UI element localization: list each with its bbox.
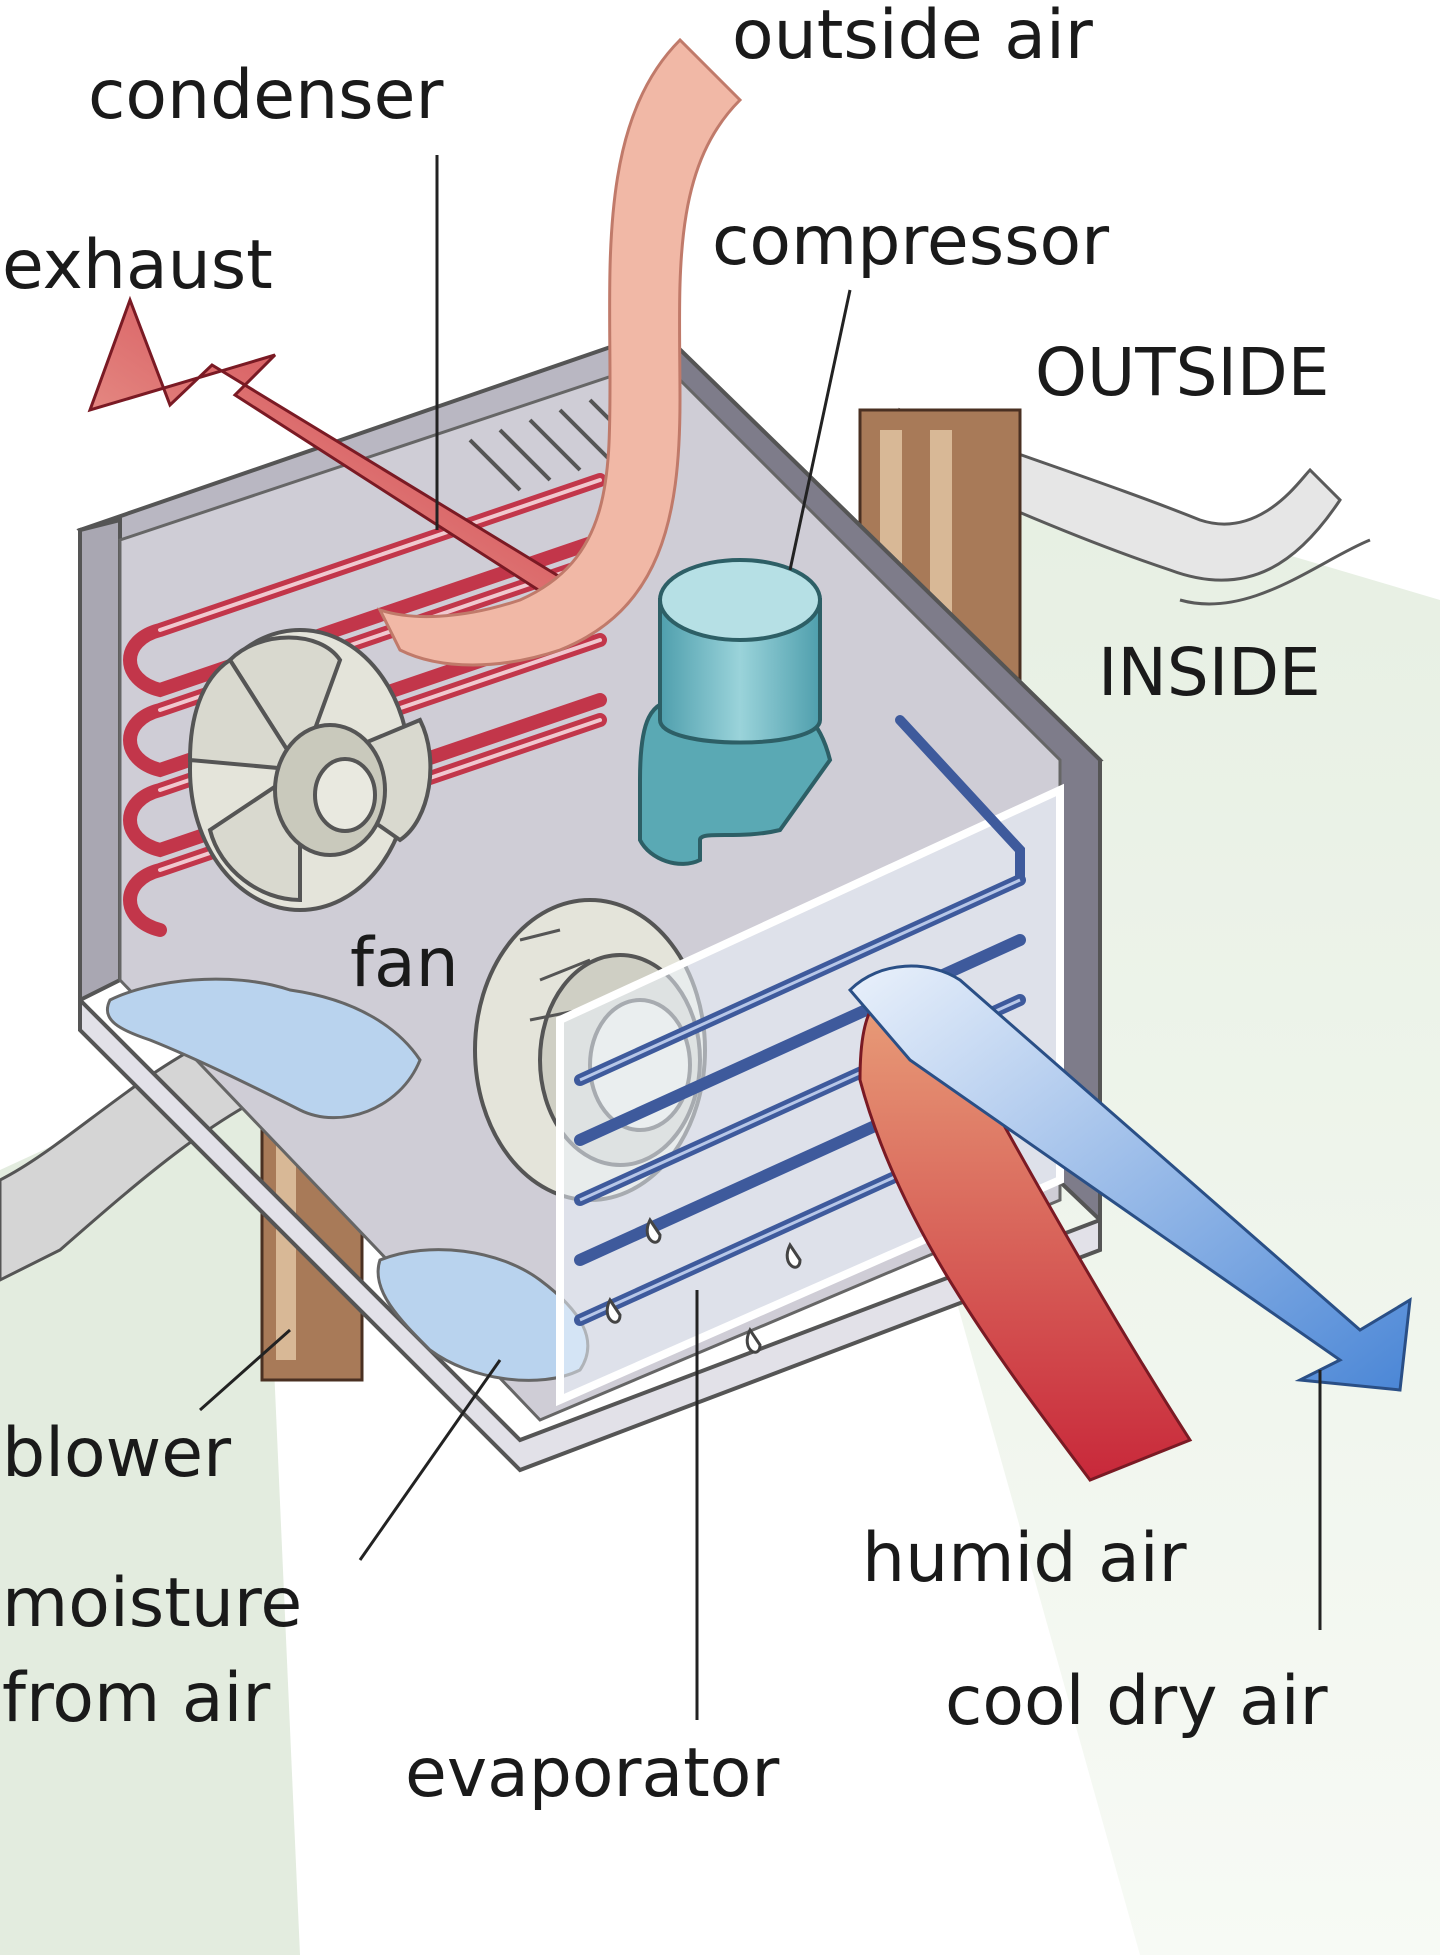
label-compressor: compressor: [712, 208, 1109, 276]
label-condenser: condenser: [88, 62, 443, 130]
label-humid-air: humid air: [862, 1525, 1187, 1593]
label-evaporator: evaporator: [405, 1740, 779, 1808]
label-moisture-line1: moisture: [2, 1570, 302, 1638]
label-outside-air: outside air: [732, 2, 1093, 70]
label-exhaust: exhaust: [2, 232, 273, 300]
leader-moisture: [360, 1360, 500, 1560]
label-fan: fan: [350, 930, 459, 998]
label-blower: blower: [2, 1420, 231, 1488]
label-cool-dry-air: cool dry air: [945, 1668, 1328, 1736]
label-outside: OUTSIDE: [1035, 340, 1329, 406]
label-moisture-line2: from air: [2, 1665, 270, 1733]
label-inside: INSIDE: [1098, 640, 1321, 706]
unit-left-face: [80, 520, 120, 1000]
